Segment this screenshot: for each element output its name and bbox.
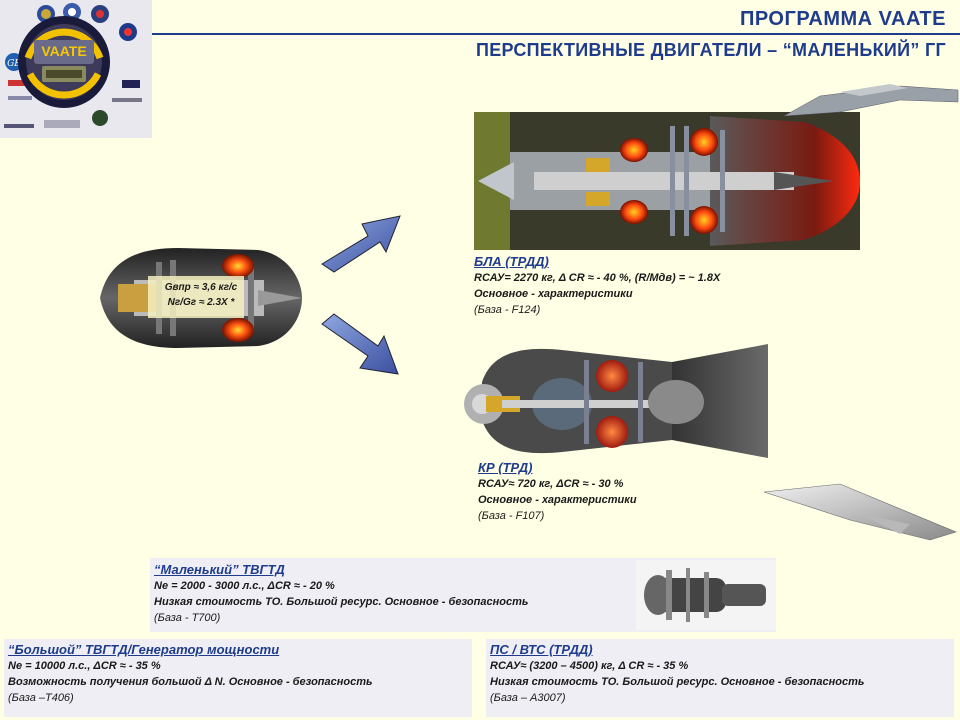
uav-line2: Основное - характеристики: [474, 288, 633, 300]
vaate-logo: GE VAATE: [0, 0, 152, 138]
logo-badge-text: VAATE: [41, 43, 86, 59]
small-tvgtd-base: (База - Т700): [154, 612, 221, 624]
cruise-line2: Основное - характеристики: [478, 494, 637, 506]
ps-vts-title: ПС / ВТС (ТРДД): [490, 642, 593, 657]
small-tvgtd-line1: Nе = 2000 - 3000 л.с., ΔCR ≈ - 20 %: [154, 580, 335, 592]
ps-vts-panel: [486, 639, 954, 717]
cruise-turbojet-image: [462, 342, 770, 460]
big-tvgtd-base: (База –Т406): [8, 692, 74, 704]
big-tvgtd-panel: [4, 639, 472, 717]
big-tvgtd-title: “Большой” ТВГТД/Генератор мощности: [8, 642, 280, 657]
cruise-base: (База - F107): [478, 510, 545, 522]
big-tvgtd-line2: Возможность получения большой Δ N. Основ…: [8, 676, 373, 688]
ps-vts-line2: Низкая стоимость ТО. Большой ресурс. Осн…: [490, 676, 865, 688]
core-power-ratio-label: Nг/Gг ≈ 2.3X *: [167, 297, 235, 308]
small-tvgtd-line2: Низкая стоимость ТО. Большой ресурс. Осн…: [154, 596, 529, 608]
uav-title: БЛА (ТРДД): [474, 254, 549, 269]
small-tvgtd-title: “Маленький” ТВГТД: [154, 562, 285, 577]
uav-line1: RСАУ= 2270 кг, Δ CR ≈ - 40 %, (R/Mдв) = …: [474, 272, 721, 284]
program-title: ПРОГРАММА VAATE: [739, 8, 946, 30]
arrow-up-right-icon: [318, 212, 404, 282]
header-rule: [152, 33, 960, 35]
cruise-title: КР (ТРД): [478, 460, 533, 475]
page-subtitle: ПЕРСПЕКТИВНЫЕ ДВИГАТЕЛИ – “МАЛЕНЬКИЙ” ГГ: [475, 40, 946, 60]
small-core-engine-image: [98, 240, 304, 356]
t700-engine-image: [636, 560, 776, 630]
uav-turbofan-image: [474, 112, 860, 250]
big-tvgtd-line1: Nе = 10000 л.с., ΔCR ≈ - 35 %: [8, 660, 161, 672]
uav-aircraft-image: [780, 82, 960, 122]
core-airflow-label: Gвпр ≈ 3,6 кг/с: [164, 282, 238, 293]
ps-vts-line1: RСАУ≈ (3200 – 4500) кг, Δ CR ≈ - 35 %: [490, 660, 689, 672]
cruise-line1: RСАУ≈ 720 кг, ΔCR ≈ - 30 %: [478, 478, 624, 490]
cruise-missile-image: [760, 480, 960, 542]
arrow-down-right-icon: [318, 310, 404, 382]
svg-text:GE: GE: [7, 59, 21, 69]
ps-vts-base: (База – A3007): [490, 692, 566, 704]
uav-base: (База - F124): [474, 304, 541, 316]
